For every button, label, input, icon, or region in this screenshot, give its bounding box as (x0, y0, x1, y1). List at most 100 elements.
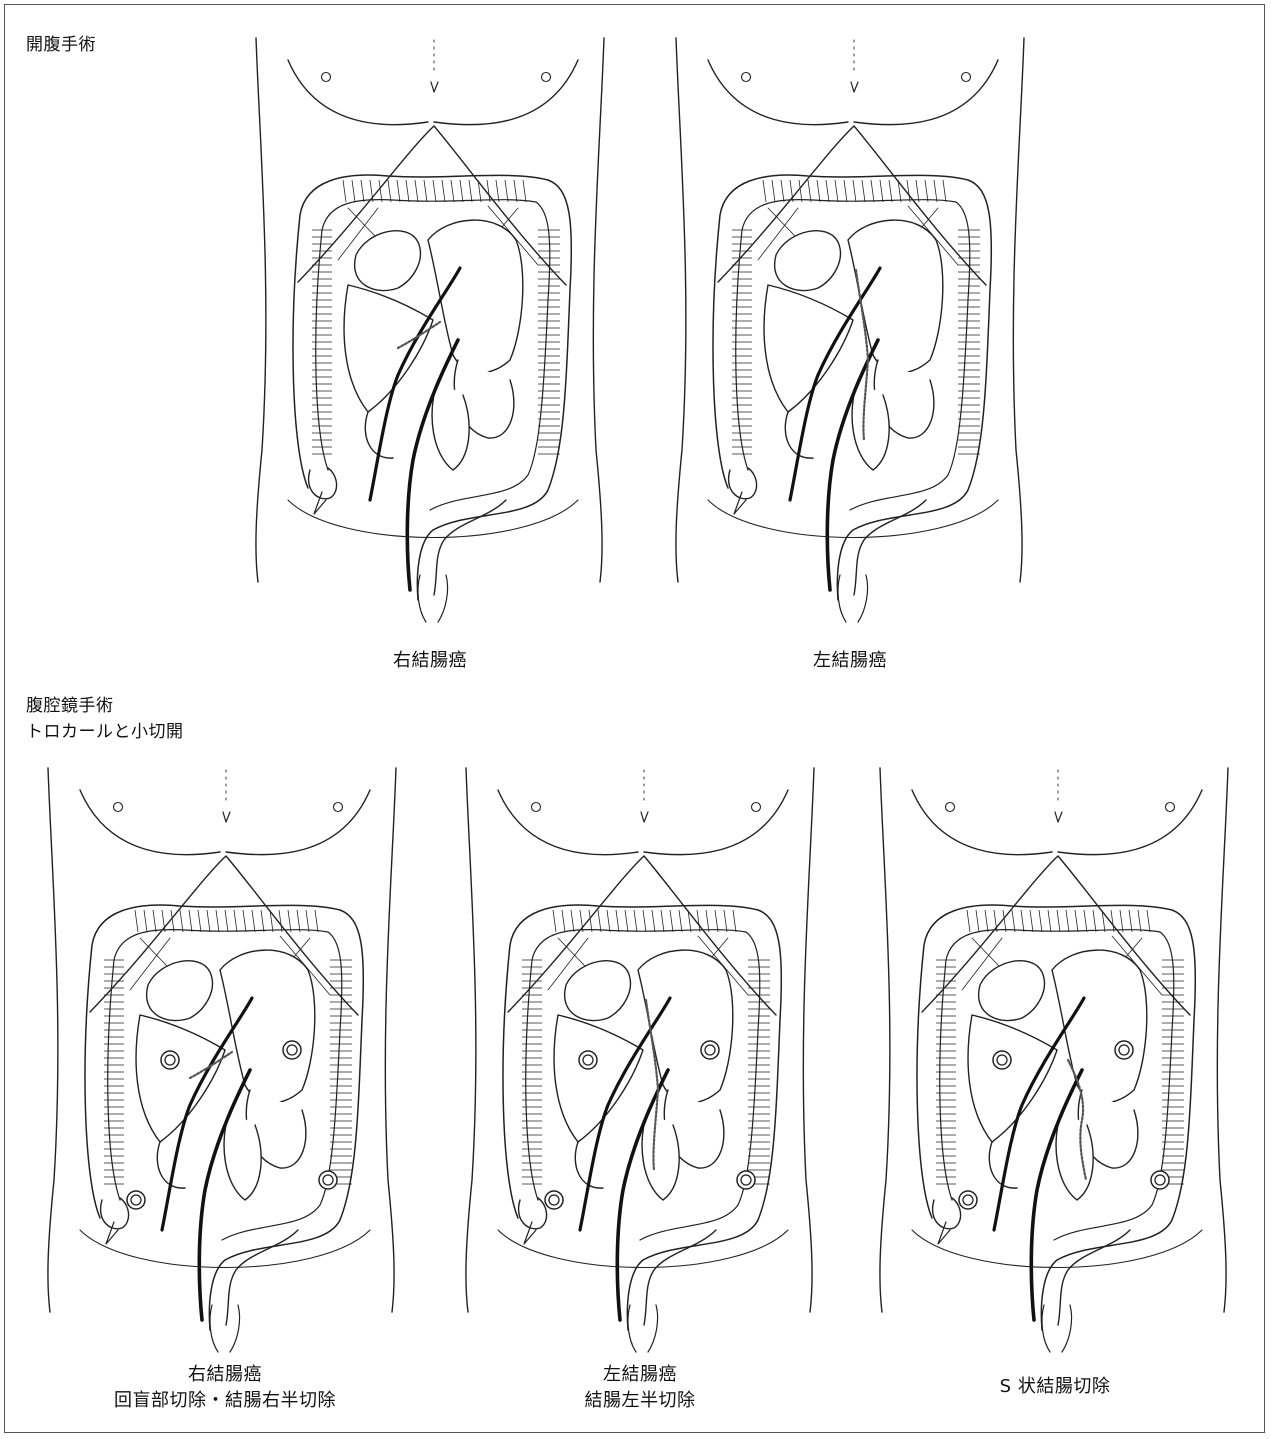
rectum-outline (1042, 1305, 1072, 1352)
section-title-laparoscopic: 腹腔鏡手術 トロカールと小切開 (26, 695, 184, 743)
section-title-line: 腹腔鏡手術 (26, 695, 184, 717)
pelvic-line (708, 500, 998, 538)
costal-margin (90, 856, 358, 1015)
caption-line: 右結腸癌 (330, 648, 530, 674)
bowel-loop (554, 1015, 643, 1142)
open-right-colon-figure (248, 30, 613, 630)
costal-margin (718, 126, 986, 285)
section-title-line: トロカールと小切開 (26, 721, 184, 743)
trocar-port-icon (545, 1191, 563, 1209)
costal-margin (922, 856, 1190, 1015)
left-nipple-icon (742, 73, 751, 82)
bowel-loop (775, 231, 841, 291)
left-nipple-icon (946, 803, 955, 812)
caption-lap-left: 左結腸癌 結腸左半切除 (500, 1362, 780, 1414)
caption-line: S 状結腸切除 (955, 1374, 1155, 1400)
lap-sigmoid-figure (872, 760, 1237, 1360)
torso-right-outline (385, 768, 396, 1312)
small-bowel-loops (344, 220, 523, 470)
bowel-loop (565, 961, 631, 1021)
right-nipple-icon (542, 73, 551, 82)
trocar-port-icon (737, 1171, 755, 1189)
bowel-loop (355, 231, 421, 291)
right-nipple-icon (334, 803, 343, 812)
torso-right-outline (1217, 768, 1228, 1312)
pelvic-line (288, 500, 578, 538)
costal-margin (508, 856, 776, 1015)
bowel-loop (136, 1015, 225, 1142)
trocar-port-icon (701, 1041, 719, 1059)
caption-line: 結腸左半切除 (500, 1388, 780, 1414)
open-left-colon-figure (668, 30, 1033, 630)
trocar-port-icon (959, 1191, 977, 1209)
torso-left-outline (48, 768, 58, 1312)
caption-lap-right: 右結腸癌 回盲部切除・結腸右半切除 (40, 1362, 410, 1414)
trocar-port-icon (283, 1041, 301, 1059)
bowel-loop (147, 961, 213, 1021)
small-bowel-loops (136, 950, 315, 1200)
caption-lap-sigmoid: S 状結腸切除 (955, 1374, 1155, 1400)
caption-line: 左結腸癌 (750, 648, 950, 674)
lap-right-colon-figure (40, 760, 405, 1360)
right-chest-line (434, 60, 578, 125)
cecum-outline (933, 1198, 961, 1229)
left-chest-line (288, 60, 428, 125)
right-chest-line (1058, 790, 1202, 855)
rectum-outline (210, 1305, 240, 1352)
torso-right-outline (1013, 38, 1024, 582)
pelvic-line (912, 1230, 1202, 1268)
left-chest-line (912, 790, 1052, 855)
abdomen-illustration (872, 760, 1237, 1360)
navel-icon (851, 82, 858, 92)
cecum-outline (519, 1198, 547, 1229)
left-chest-line (80, 790, 220, 855)
rectum-outline (418, 575, 448, 622)
torso-left-outline (466, 768, 476, 1312)
trocar-port-icon (1151, 1171, 1169, 1189)
bowel-loop (764, 285, 853, 412)
caption-open-right: 右結腸癌 (330, 648, 530, 674)
abdomen-illustration (248, 30, 613, 630)
right-chest-line (644, 790, 788, 855)
caption-line: 左結腸癌 (500, 1362, 780, 1388)
trocar-port-icon (161, 1051, 179, 1069)
rectum-outline (628, 1305, 658, 1352)
right-nipple-icon (752, 803, 761, 812)
left-chest-line (498, 790, 638, 855)
torso-left-outline (880, 768, 890, 1312)
right-chest-line (854, 60, 998, 125)
left-nipple-icon (532, 803, 541, 812)
trocar-port-icon (319, 1171, 337, 1189)
cecum-outline (729, 468, 757, 499)
section-title-open: 開腹手術 (26, 34, 96, 56)
navel-icon (431, 82, 438, 92)
torso-right-outline (803, 768, 814, 1312)
small-bowel-loops (554, 950, 733, 1200)
torso-right-outline (593, 38, 604, 582)
torso-left-outline (256, 38, 266, 582)
cecum-outline (101, 1198, 129, 1229)
abdomen-illustration (668, 30, 1033, 630)
trocar-port-icon (1115, 1041, 1133, 1059)
costal-margin (298, 126, 566, 285)
small-bowel-loops (968, 950, 1147, 1200)
right-chest-line (226, 790, 370, 855)
caption-line: 回盲部切除・結腸右半切除 (40, 1388, 410, 1414)
bowel-loop (344, 285, 433, 412)
navel-icon (1055, 812, 1062, 822)
bowel-loop (968, 1015, 1057, 1142)
small-bowel-loops (764, 220, 943, 470)
rectum-outline (838, 575, 868, 622)
cecum-outline (309, 468, 337, 499)
right-nipple-icon (962, 73, 971, 82)
trocar-port-icon (993, 1051, 1011, 1069)
pelvic-line (80, 1230, 370, 1268)
torso-left-outline (676, 38, 686, 582)
right-nipple-icon (1166, 803, 1175, 812)
left-nipple-icon (114, 803, 123, 812)
bowel-loop (979, 961, 1045, 1021)
caption-line: 右結腸癌 (40, 1362, 410, 1388)
trocar-port-icon (579, 1051, 597, 1069)
trocar-port-icon (127, 1191, 145, 1209)
abdomen-illustration (40, 760, 405, 1360)
